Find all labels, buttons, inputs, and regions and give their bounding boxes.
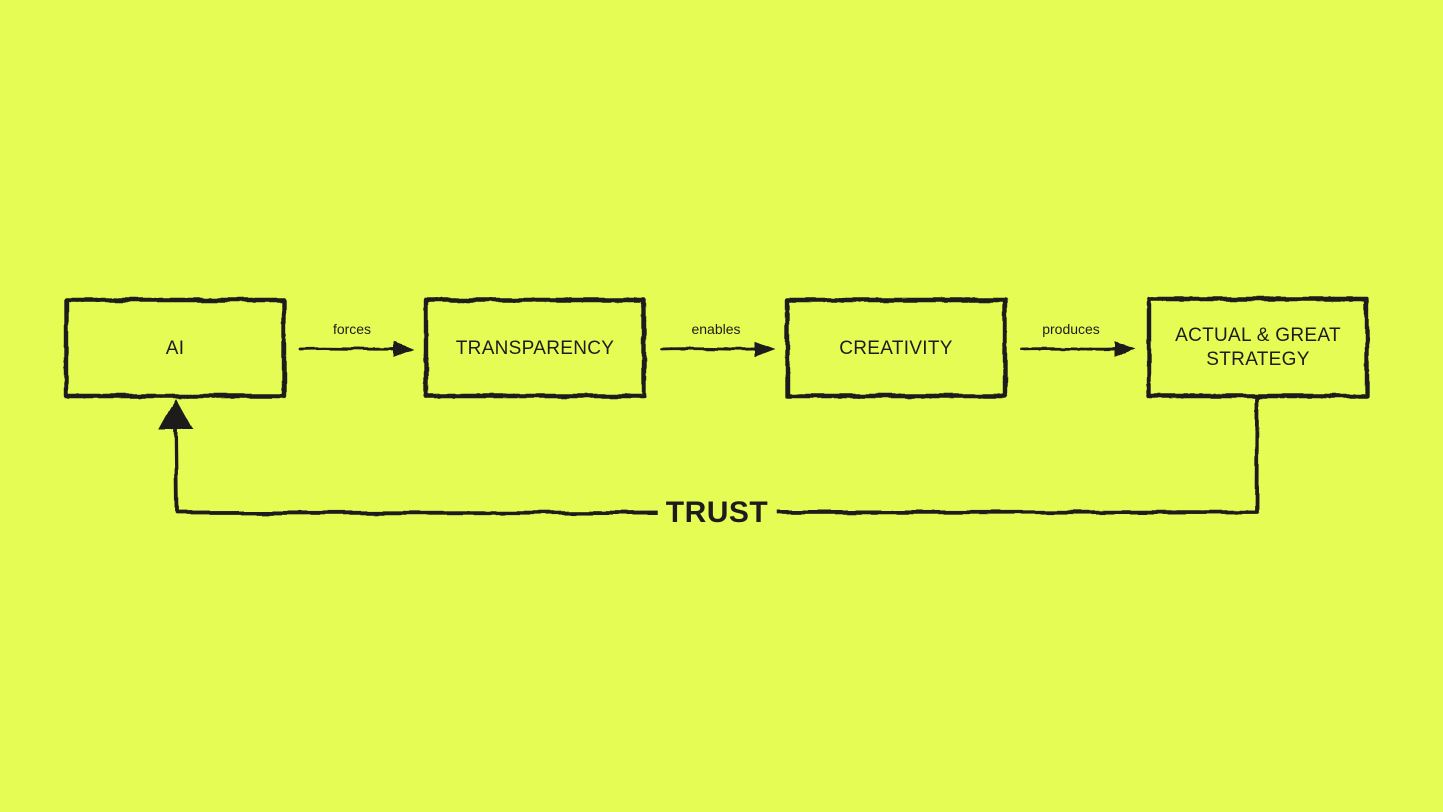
arrow-forces-head: [393, 341, 415, 357]
box-label-transparency: TRANSPARENCY: [455, 337, 615, 359]
box-label-ai: AI: [165, 337, 185, 359]
box-outline-creativity: [784, 297, 1008, 399]
box-outline-transparency: [423, 297, 647, 399]
box-outline-ai: [63, 297, 287, 399]
arrow-forces-line: [298, 347, 401, 351]
arrow-produces-head: [1114, 341, 1136, 357]
box-label-strategy: ACTUAL & GREAT STRATEGY: [1175, 325, 1341, 370]
feedback-loop-arrowhead: [159, 397, 193, 429]
connector-label-produces: produces: [1042, 321, 1100, 337]
box-label-creativity: CREATIVITY: [839, 337, 953, 359]
connector-label-enables: enables: [691, 321, 741, 337]
box-outline-strategy: [1146, 296, 1370, 399]
arrow-produces-line: [1019, 347, 1122, 351]
connector-label-forces: forces: [332, 321, 372, 337]
arrow-enables-line: [659, 347, 762, 351]
feedback-label-trust: TRUST: [657, 494, 777, 532]
arrow-enables-head: [754, 341, 776, 357]
